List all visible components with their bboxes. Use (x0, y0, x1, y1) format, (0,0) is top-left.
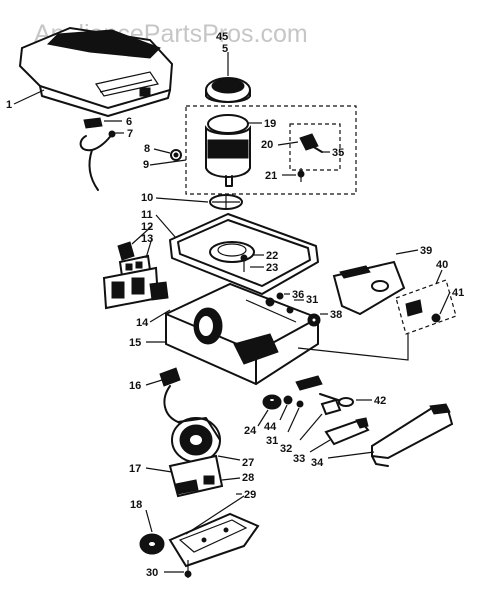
label-part-32: 32 (280, 443, 292, 455)
label-part-23: 23 (266, 262, 278, 274)
part-pin-42 (319, 393, 354, 407)
label-part-1: 1 (6, 99, 12, 111)
brush-subassembly-box (289, 123, 341, 171)
label-part-8: 8 (144, 143, 150, 155)
label-part-10: 10 (141, 192, 153, 204)
label-part-17: 17 (129, 463, 141, 475)
part-screw-31-top (286, 306, 294, 314)
part-bracket-39 (332, 260, 406, 316)
part-screw-31-bottom (296, 400, 304, 408)
label-part-12: 12 (141, 221, 153, 233)
label-part-6: 6 (126, 116, 132, 128)
label-part-15: 15 (129, 337, 141, 349)
part-bracket-41 (405, 299, 441, 323)
label-part-18: 18 (130, 499, 142, 511)
part-lever-33 (324, 417, 370, 446)
part-bracket-17 (168, 454, 224, 498)
label-part-39: 39 (420, 245, 432, 257)
part-motor (205, 114, 251, 187)
part-screw-36 (276, 292, 284, 300)
label-part-19: 19 (264, 118, 276, 130)
part-knob-18 (139, 533, 165, 555)
label-part-28: 28 (242, 472, 254, 484)
part-pedal-34 (371, 403, 454, 467)
label-part-36: 36 (292, 289, 304, 301)
part-screw-30 (184, 560, 192, 578)
label-part-30: 30 (146, 567, 158, 579)
part-washer-44 (283, 395, 293, 405)
label-part-11: 11 (141, 209, 153, 221)
label-part-40: 40 (436, 259, 448, 271)
label-part-9: 9 (143, 159, 149, 171)
label-part-31-bottom: 31 (266, 435, 278, 447)
part-gasket (169, 213, 319, 295)
part-brush-holder (297, 133, 323, 182)
part-panel (102, 266, 169, 310)
label-part-38: 38 (330, 309, 342, 321)
motor-assembly-box (185, 105, 357, 195)
label-part-34: 34 (311, 457, 324, 469)
label-part-13: 13 (141, 233, 153, 245)
label-part-29: 29 (244, 489, 256, 501)
connector-line (297, 334, 409, 361)
part-filter (205, 77, 251, 103)
bracket-box-40 (395, 279, 457, 335)
part-screws-22-23 (240, 254, 248, 272)
label-part-22: 22 (266, 250, 278, 262)
label-part-35: 35 (332, 147, 344, 159)
label-part-42: 42 (374, 395, 386, 407)
label-part-20: 20 (261, 139, 273, 151)
label-part-33: 33 (293, 453, 305, 465)
label-part-41: 41 (452, 287, 464, 299)
label-part-5: 5 (222, 43, 228, 55)
label-part-16: 16 (129, 380, 141, 392)
part-cord-clip (79, 117, 116, 191)
label-part-21: 21 (265, 170, 277, 182)
label-part-31-top: 31 (306, 294, 318, 306)
part-bottom-plate (168, 495, 260, 568)
part-main-housing (165, 282, 319, 386)
label-part-44: 44 (264, 421, 277, 433)
label-part-27: 27 (242, 457, 254, 469)
part-clip-32 (295, 375, 342, 416)
part-grommet (170, 149, 182, 161)
label-part-7: 7 (127, 128, 133, 140)
leader-1 (13, 89, 45, 105)
part-top-cover (18, 26, 174, 117)
part-wheel-24 (262, 394, 282, 410)
label-part-14: 14 (136, 317, 149, 329)
label-part-24: 24 (244, 425, 257, 437)
label-part-45: 45 (216, 31, 228, 43)
part-fan (209, 194, 243, 210)
part-knob-38 (307, 313, 321, 327)
part-wheel-27 (171, 417, 221, 463)
